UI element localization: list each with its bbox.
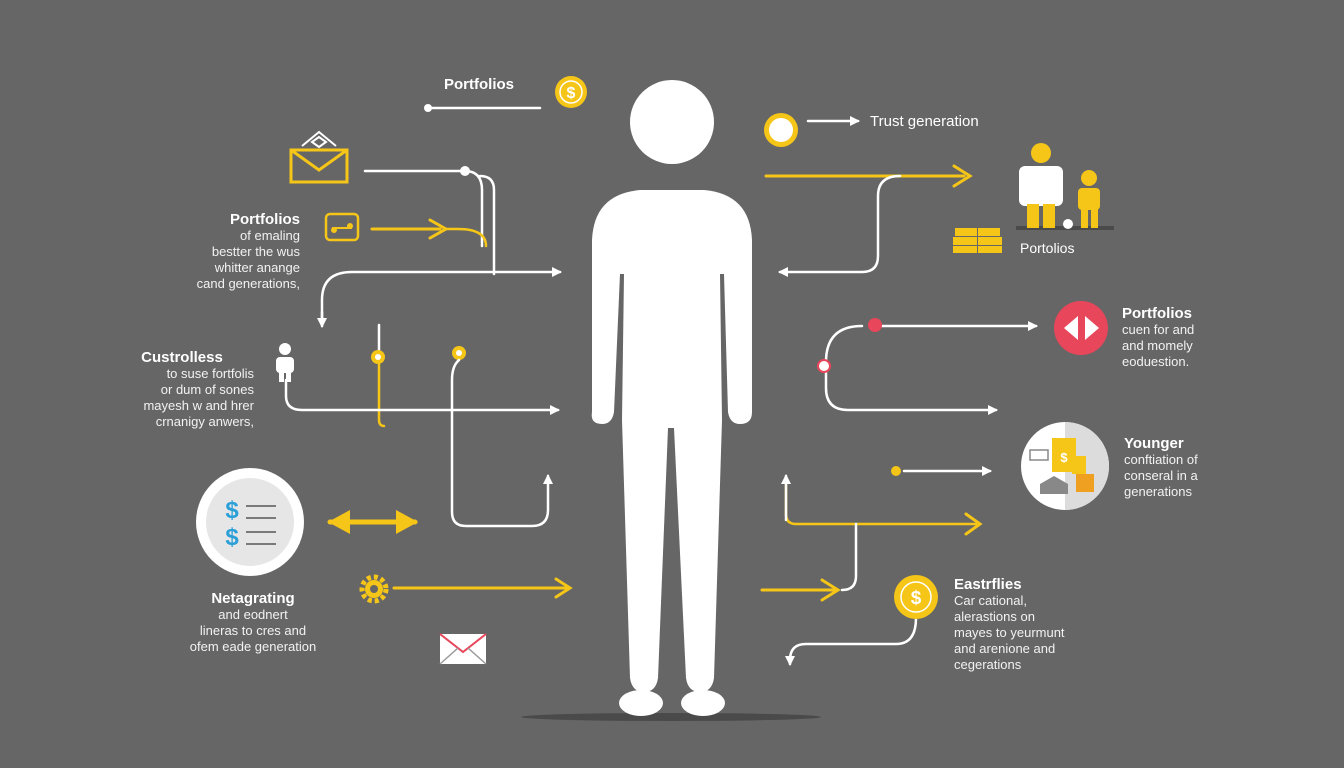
left-3-title: Netagrating xyxy=(211,590,295,607)
label-top-center: Portfolios xyxy=(444,76,514,93)
left-1-line-1: of emaling xyxy=(240,228,300,243)
left-block-1: Portfolios of emaling bestter the wus wh… xyxy=(150,211,300,292)
dollar-coin-icon: $ xyxy=(555,76,587,108)
gear-icon xyxy=(359,574,389,604)
right-1-line-2: and momely xyxy=(1122,338,1193,353)
left-2-title: Custrolless xyxy=(141,349,223,366)
gold-bars-icon xyxy=(953,228,1002,253)
right-2-line-3: generations xyxy=(1124,484,1192,499)
right-1-title: Portfolios xyxy=(1122,305,1192,322)
left-2-line-4: crnanigy anwers, xyxy=(155,414,254,429)
right-block-2: Younger conftiation of conseral in a gen… xyxy=(1124,435,1254,500)
figure-left-foot xyxy=(619,690,663,716)
left-1-line-4: cand generations, xyxy=(196,276,300,291)
left-2-line-2: or dum of sones xyxy=(160,382,254,397)
left-3-line-1: and eodnert xyxy=(218,607,288,622)
family-icon xyxy=(1016,143,1114,230)
right-2-line-2: conseral in a xyxy=(1124,468,1198,483)
person-icon xyxy=(276,343,294,382)
left-1-title: Portfolios xyxy=(230,211,300,228)
left-1-line-2: bestter the wus xyxy=(211,244,300,259)
figure-right-foot xyxy=(681,690,725,716)
building-icon: $ xyxy=(1021,422,1109,510)
play-buttons-icon xyxy=(1054,301,1108,355)
left-block-3: Netagrating and eodnert lineras to cres … xyxy=(178,590,328,655)
left-1-line-3: whitter anange xyxy=(214,260,300,275)
left-3-line-2: lineras to cres and xyxy=(199,623,307,638)
svg-text:$: $ xyxy=(225,524,239,551)
right-1-line-3: eoduestion. xyxy=(1122,354,1190,369)
right-block-3: Eastrflies Car cational, alerastions on … xyxy=(954,576,1094,673)
dollar-coin-icon-large: $ xyxy=(894,575,938,619)
right-2-line-1: conftiation of xyxy=(1124,452,1198,467)
envelope-icon xyxy=(289,130,349,184)
svg-text:$: $ xyxy=(911,588,922,609)
right-2-title: Younger xyxy=(1124,435,1184,452)
right-3-line-3: mayes to yeurmunt xyxy=(954,625,1065,640)
figure-shadow xyxy=(521,713,821,721)
right-3-title: Eastrflies xyxy=(954,576,1022,593)
right-3-line-4: and arenione and xyxy=(954,641,1056,656)
right-3-line-2: alerastions on xyxy=(954,609,1035,624)
svg-text:$: $ xyxy=(1060,450,1068,465)
label-top-right: Trust generation xyxy=(870,113,979,130)
ledger-icon: $ $ xyxy=(196,468,304,576)
person-figure xyxy=(521,80,821,721)
right-block-1: Portfolios cuen for and and momely eodue… xyxy=(1122,305,1252,370)
right-3-line-1: Car cational, xyxy=(954,593,1027,608)
coin-icon xyxy=(764,113,798,147)
left-2-line-1: to suse fortfolis xyxy=(166,366,254,381)
figure-head xyxy=(630,80,714,164)
connectors xyxy=(284,104,1038,666)
right-3-line-5: cegerations xyxy=(954,657,1022,672)
label-family: Portolios xyxy=(1020,240,1075,256)
left-block-2: Custrolless to suse fortfolis or dum of … xyxy=(110,349,254,430)
mail-icon xyxy=(439,633,487,665)
left-3-line-3: ofem eade generation xyxy=(189,639,317,654)
left-2-line-3: mayesh w and hrer xyxy=(143,398,254,413)
svg-text:$: $ xyxy=(225,497,239,524)
scale-icon xyxy=(324,212,360,242)
right-1-line-1: cuen for and xyxy=(1122,322,1195,337)
figure-body xyxy=(591,190,752,692)
svg-text:$: $ xyxy=(567,85,576,102)
